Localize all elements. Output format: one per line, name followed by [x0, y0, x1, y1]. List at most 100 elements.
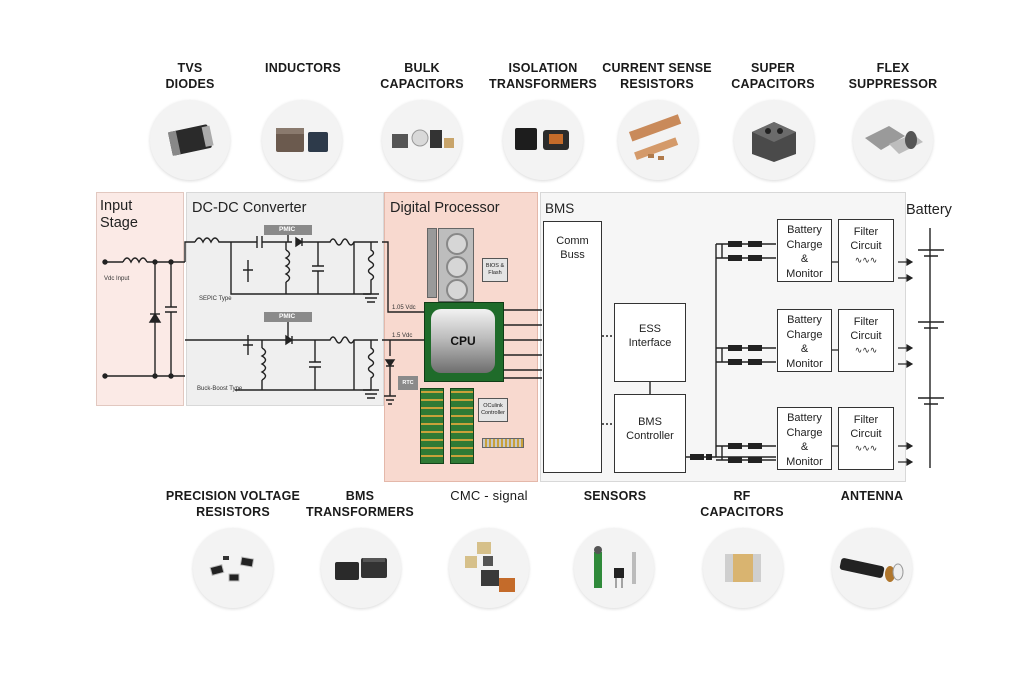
bcm-line: &: [800, 441, 809, 453]
input-title-line2: Stage: [100, 215, 138, 231]
bcm-line: Battery: [787, 224, 822, 236]
bottom-label-line1: ANTENNA: [840, 489, 904, 503]
bottom-label-line1: CMC - signal: [450, 488, 528, 503]
v105-label: 1.05 Vdc: [392, 305, 416, 311]
bcm-line: Battery: [787, 412, 822, 424]
sensor-icon: [574, 528, 654, 608]
top-label-line1: SUPER: [750, 61, 796, 75]
bcm-line: &: [800, 253, 809, 265]
bms-controller-box: BMS Controller: [614, 394, 686, 473]
bottom-label-line1: RF: [733, 489, 751, 503]
bottom-label-rf-capacitors: RF CAPACITORS: [692, 488, 792, 520]
bottom-label-line1: BMS: [345, 489, 375, 503]
input-stage-panel: [96, 192, 184, 406]
bmsc-line1: BMS: [638, 416, 662, 428]
antenna-icon: [832, 528, 912, 608]
connector-strip: [482, 438, 524, 448]
ram-module-2: [450, 388, 474, 464]
inductor-icon: [262, 100, 342, 180]
top-label-line2: CAPACITORS: [731, 77, 815, 91]
bottom-label-line2: RESISTORS: [196, 505, 270, 519]
filter-line: Filter: [853, 414, 879, 426]
top-label-line2: TRANSFORMERS: [489, 77, 597, 91]
bcm-line: Charge: [786, 238, 823, 251]
filter-line: Circuit: [850, 330, 882, 342]
rf-capacitor-icon: [703, 528, 783, 608]
flex-suppressor-icon: [853, 100, 933, 180]
rtc-chip: RTC: [398, 376, 418, 390]
top-label-isolation-transformers: ISOLATION TRANSFORMERS: [483, 60, 603, 92]
top-label-line1: INDUCTORS: [265, 61, 341, 75]
top-label-line2: SUPPRESSOR: [848, 77, 938, 91]
filter-line: Circuit: [850, 428, 882, 440]
filter-line: Filter: [853, 316, 879, 328]
filter-symbol-icon: ∿∿∿: [854, 443, 878, 453]
bottom-label-antenna: ANTENNA: [822, 488, 922, 504]
top-label-line1: BULK: [404, 61, 440, 75]
fan-icon: [446, 233, 468, 255]
bms-title: BMS: [545, 201, 575, 216]
sepic-type-label: SEPIC Type: [199, 296, 232, 302]
bcm-line: Charge: [786, 426, 823, 439]
bcm-line: Monitor: [786, 357, 823, 370]
top-label-line1: ISOLATION: [508, 61, 578, 75]
cpu-die: CPU: [431, 309, 495, 373]
oculink-controller-chip: OCulink Controller: [478, 398, 508, 422]
bottom-label-line1: SENSORS: [583, 489, 647, 503]
top-label-line1: FLEX: [876, 61, 910, 75]
vdc-input-label: Vdc Input: [104, 276, 130, 282]
filter-line: Filter: [853, 226, 879, 238]
top-label-tvs-diodes: TVS DIODES: [140, 60, 240, 92]
bcm-line: Charge: [786, 328, 823, 341]
bms-transformer-icon: [321, 528, 401, 608]
bcm-line: &: [800, 343, 809, 355]
fan-stack: [438, 228, 474, 302]
buck-boost-type-label: Buck-Boost Type: [197, 386, 243, 392]
tvs-diode-icon: [150, 100, 230, 180]
top-label-line2: DIODES: [165, 77, 215, 91]
precision-resistor-icon: [193, 528, 273, 608]
v15-label: 1.5 Vdc: [392, 333, 413, 339]
bcm-line: Battery: [787, 314, 822, 326]
filter-line: Circuit: [850, 240, 882, 252]
bmsc-line2: Controller: [626, 430, 674, 442]
bcm-line: Monitor: [786, 455, 823, 468]
bottom-label-cmc-signal: CMC - signal: [437, 488, 541, 504]
memory-stick: [427, 228, 437, 298]
top-label-line1: CURRENT SENSE: [602, 61, 712, 75]
bcm-line: Monitor: [786, 267, 823, 280]
top-label-line1: TVS: [177, 61, 203, 75]
bottom-label-line1: PRECISION VOLTAGE: [165, 489, 301, 503]
bottom-label-line2: CAPACITORS: [700, 505, 784, 519]
bottom-label-line2: TRANSFORMERS: [306, 505, 414, 519]
filter-symbol-icon: ∿∿∿: [854, 345, 878, 355]
ess-line2: Interface: [628, 337, 672, 349]
pmic-upper-label: PMIC: [279, 226, 296, 233]
top-label-super-capacitors: SUPER CAPACITORS: [723, 60, 823, 92]
fan-icon: [446, 256, 468, 278]
digital-title: Digital Processor: [390, 200, 500, 216]
cmc-signal-icon: [449, 528, 529, 608]
cpu-label: CPU: [450, 334, 476, 348]
input-title-line1: Input: [100, 198, 133, 214]
super-capacitor-icon: [734, 100, 814, 180]
bios-flash-chip: BIOS & Flash: [482, 258, 508, 282]
isolation-transformer-icon: [503, 100, 583, 180]
fan-icon: [446, 279, 468, 301]
top-label-flex-suppressor: FLEX SUPPRESSOR: [843, 60, 943, 92]
dcdc-title: DC-DC Converter: [192, 200, 307, 216]
top-label-line2: RESISTORS: [620, 77, 694, 91]
bulk-capacitor-icon: [382, 100, 462, 180]
cpu-chip: CPU: [424, 302, 504, 382]
top-label-current-sense-resistors: CURRENT SENSE RESISTORS: [597, 60, 717, 92]
comm-buss-line1: Comm: [556, 235, 589, 247]
